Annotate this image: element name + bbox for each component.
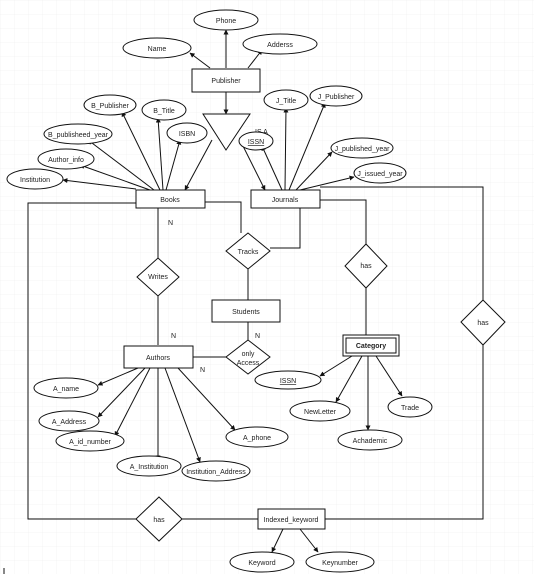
svg-text:Institution: Institution <box>20 177 50 184</box>
svg-text:only: only <box>242 351 255 358</box>
svg-text:NewLetter: NewLetter <box>304 409 337 416</box>
connectors <box>27 29 484 553</box>
attr-institution-address[interactable]: Institution_Address <box>181 460 251 482</box>
attr-trade[interactable]: Trade <box>387 396 433 418</box>
attr-institution[interactable]: Institution <box>6 168 64 190</box>
svg-text:B_Title: B_Title <box>153 108 175 115</box>
svg-text:J_issued_year: J_issued_year <box>357 171 403 178</box>
svg-text:Access: Access <box>237 360 260 367</box>
svg-text:Keynumber: Keynumber <box>322 560 358 567</box>
relationship-writes[interactable]: Writes <box>136 257 180 297</box>
attr-a-address[interactable]: A_Address <box>38 410 100 432</box>
svg-text:ISBN: ISBN <box>179 131 195 138</box>
attr-issn-top[interactable]: ISSN <box>238 131 274 151</box>
svg-text:Trade: Trade <box>401 405 419 412</box>
attr-issn-category[interactable]: ISSN <box>254 370 322 390</box>
entity-journals[interactable]: Journals <box>250 189 321 209</box>
svg-text:ISSN: ISSN <box>248 139 264 146</box>
relationship-has-right[interactable]: has <box>460 299 506 346</box>
relationship-only-access[interactable]: only Access <box>225 339 271 375</box>
svg-text:Phone: Phone <box>216 18 236 25</box>
entity-books[interactable]: Books <box>135 189 206 209</box>
entity-publisher[interactable]: Publisher <box>191 68 261 93</box>
card-writes-bottom: N <box>171 333 176 340</box>
attr-j-publisher[interactable]: J_Publisher <box>309 85 363 107</box>
attr-j-issued-year[interactable]: J_issued_year <box>353 162 407 184</box>
svg-text:Name: Name <box>148 46 167 53</box>
attr-keyword[interactable]: Keyword <box>229 551 295 573</box>
svg-text:B_publisheed_year: B_publisheed_year <box>48 132 109 139</box>
card-authors-access: N <box>200 367 205 374</box>
relationship-has-bottom[interactable]: has <box>135 496 183 542</box>
attr-j-published-year[interactable]: J_published_year <box>330 137 394 159</box>
svg-text:J_published_year: J_published_year <box>335 146 391 153</box>
svg-text:Tracks: Tracks <box>238 249 259 256</box>
entity-students[interactable]: Students <box>211 299 281 323</box>
attr-adderss[interactable]: Adderss <box>242 33 318 55</box>
svg-text:Author_info: Author_info <box>48 157 84 164</box>
svg-text:A_phone: A_phone <box>243 435 271 442</box>
svg-text:Books: Books <box>160 197 180 204</box>
entity-indexed-keyword[interactable]: Indexed_keyword <box>257 508 326 530</box>
svg-text:Writes: Writes <box>148 274 168 281</box>
svg-text:has: has <box>477 320 489 327</box>
svg-text:Keyword: Keyword <box>248 560 275 567</box>
attr-achademic[interactable]: Achademic <box>337 429 403 451</box>
attr-keynumber[interactable]: Keynumber <box>305 551 375 573</box>
svg-text:Publisher: Publisher <box>211 78 241 85</box>
attr-a-institution[interactable]: A_Institution <box>116 455 182 477</box>
attr-a-id-number[interactable]: A_id_number <box>55 430 125 452</box>
svg-text:has: has <box>153 517 165 524</box>
attr-b-published-year[interactable]: B_publisheed_year <box>43 123 113 145</box>
svg-text:B_Publisher: B_Publisher <box>91 103 129 110</box>
svg-text:Adderss: Adderss <box>267 42 293 49</box>
svg-text:A_id_number: A_id_number <box>69 439 111 446</box>
attr-a-phone[interactable]: A_phone <box>225 426 289 448</box>
svg-text:J_Title: J_Title <box>276 98 296 105</box>
svg-text:Students: Students <box>232 309 260 316</box>
svg-text:A_name: A_name <box>53 386 79 393</box>
attr-b-publisher[interactable]: B_Publisher <box>83 94 137 116</box>
attr-j-title[interactable]: J_Title <box>263 89 309 111</box>
entity-authors[interactable]: Authors <box>123 345 194 369</box>
card-students-access: N <box>255 333 260 340</box>
relationship-tracks[interactable]: Tracks <box>225 232 271 270</box>
svg-text:Journals: Journals <box>272 197 299 204</box>
svg-text:J_Publisher: J_Publisher <box>318 94 355 101</box>
svg-text:ISSN: ISSN <box>280 378 296 385</box>
svg-text:Authors: Authors <box>146 355 171 362</box>
svg-text:Institution_Address: Institution_Address <box>186 469 246 476</box>
attr-b-title[interactable]: B_Title <box>141 99 187 121</box>
svg-text:has: has <box>360 263 372 270</box>
attr-name[interactable]: Name <box>122 37 192 59</box>
attr-author-info[interactable]: Author_info <box>37 148 95 170</box>
svg-text:Indexed_keyword: Indexed_keyword <box>264 517 319 524</box>
attr-newletter[interactable]: NewLetter <box>289 400 351 422</box>
svg-text:A_Address: A_Address <box>52 419 87 426</box>
card-writes-top: N <box>168 220 173 227</box>
svg-text:Achademic: Achademic <box>353 438 388 445</box>
entity-category[interactable]: Category <box>342 334 400 357</box>
attr-phone[interactable]: Phone <box>193 9 259 31</box>
svg-text:A_Institution: A_Institution <box>130 464 169 471</box>
svg-text:Category: Category <box>356 343 386 350</box>
attr-isbn[interactable]: ISBN <box>166 122 208 144</box>
relationship-has-category[interactable]: has <box>344 243 388 289</box>
attr-a-name[interactable]: A_name <box>33 377 99 399</box>
